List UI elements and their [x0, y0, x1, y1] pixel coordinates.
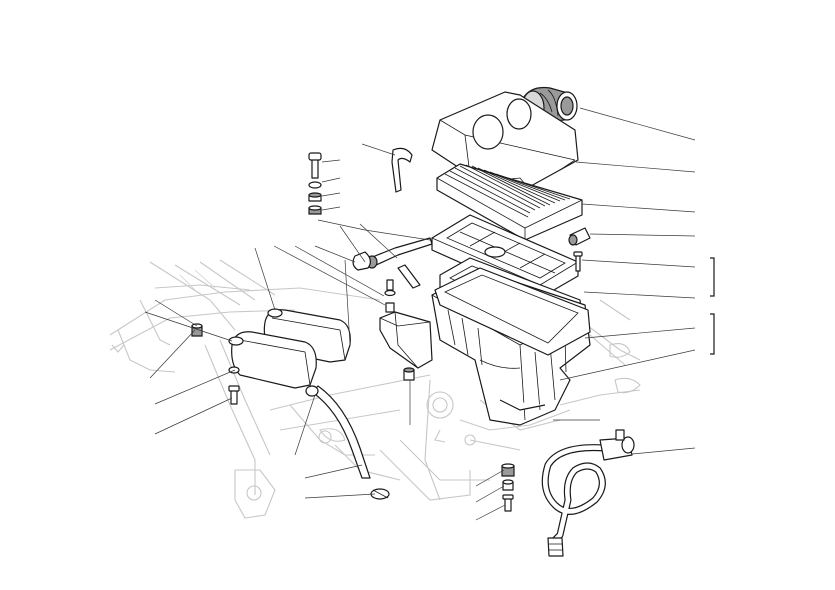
hose-clip [391, 147, 413, 193]
resonator-box-lower [228, 331, 317, 389]
group-brackets [710, 257, 715, 355]
bottom-fasteners [501, 463, 515, 512]
left-fasteners [191, 323, 240, 405]
drain-hose-left [305, 385, 390, 500]
fastener-stack [308, 152, 322, 215]
breather-pipe [352, 237, 433, 289]
drain-hose-right [541, 429, 635, 557]
base-gasket [434, 267, 591, 356]
air-filter [436, 163, 583, 241]
motorcycle-frame [109, 259, 641, 519]
right-small-parts [568, 227, 591, 272]
leader-lines [144, 107, 696, 521]
center-fasteners [384, 279, 396, 313]
mounting-bracket [379, 311, 433, 381]
